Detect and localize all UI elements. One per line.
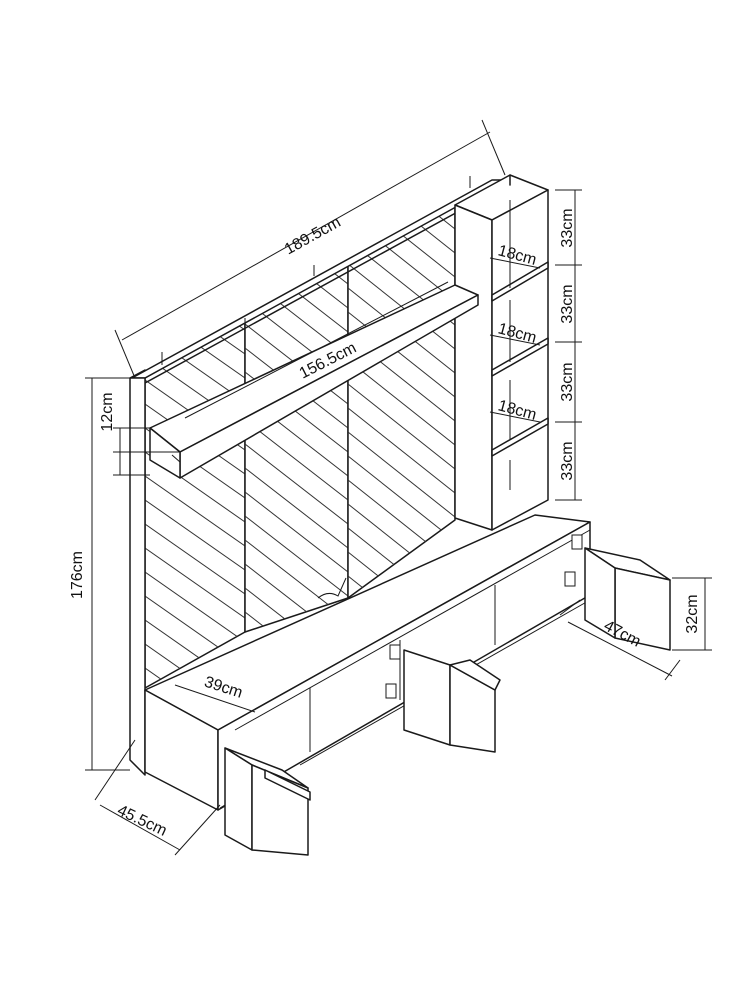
- hatch-line: [348, 205, 455, 206]
- door-left: [224, 747, 311, 856]
- hatch-line: [245, 515, 348, 597]
- dim-overall-height: 176cm: [69, 551, 86, 599]
- dim-cabinet-depth: 45.5cm: [115, 802, 170, 840]
- door-right: [584, 547, 671, 651]
- hatch-line: [348, 455, 455, 542]
- dim-overall-width: 189.5cm: [282, 214, 344, 259]
- hatch-line: [245, 611, 348, 632]
- hatch-line: [145, 322, 245, 355]
- hatch-line: [245, 467, 348, 549]
- hatch-line: [145, 547, 245, 619]
- hatch-line: [145, 571, 245, 643]
- dim-cube-height-1: 33cm: [559, 208, 576, 247]
- hatch-line: [245, 491, 348, 573]
- hatch-line: [145, 322, 245, 331]
- hatch-line: [145, 475, 245, 547]
- shelf-tower: [454, 174, 549, 531]
- dim-door-height: 32cm: [684, 594, 701, 633]
- hatch-line: [145, 499, 245, 571]
- hatch-line: [245, 443, 348, 525]
- floating-shelf: [149, 284, 479, 479]
- hatch-line: [145, 523, 245, 595]
- dimension-lines: [85, 119, 712, 856]
- door-middle: [403, 649, 501, 753]
- dim-shelf-height: 12cm: [99, 392, 116, 431]
- hatch-line: [348, 359, 455, 446]
- hatch-line: [348, 383, 455, 470]
- dim-cube-height-2: 33cm: [559, 284, 576, 323]
- hatch-line: [348, 431, 455, 518]
- cable-hole: [317, 577, 347, 599]
- hatch-line: [348, 407, 455, 494]
- left-side-panel: [129, 369, 146, 776]
- dim-cube-height-4: 33cm: [559, 441, 576, 480]
- hatch-line: [245, 419, 348, 501]
- dim-cube-height-3: 33cm: [559, 362, 576, 401]
